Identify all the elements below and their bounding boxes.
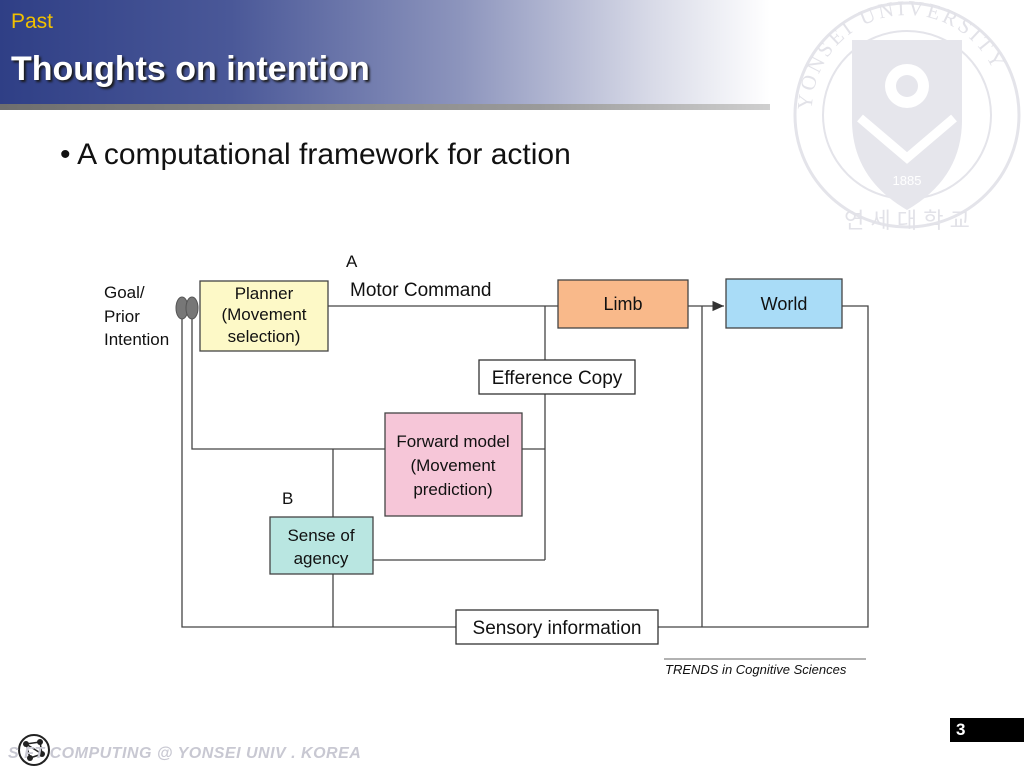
planner-line-1: Planner — [235, 284, 294, 303]
footer-text: S FT COMPUTING @ YONSEI UNIV . KOREA — [8, 745, 362, 762]
planner-box — [199, 280, 329, 352]
section-label: Past — [11, 10, 54, 33]
header-divider — [0, 104, 770, 110]
sensory-information-box — [455, 609, 659, 645]
sense-line-1: Sense of — [287, 526, 354, 545]
label-b: B — [282, 489, 293, 508]
sense-of-agency-box — [269, 516, 374, 575]
slide-title: Thoughts on intention — [11, 50, 370, 88]
connector-lines — [181, 300, 869, 628]
goal-node-icon — [185, 296, 199, 320]
forward-model-line-1: Forward model — [396, 432, 509, 451]
footer-network-logo-icon — [18, 734, 50, 766]
seal-year: 1885 — [893, 173, 922, 188]
efference-copy-label: Efference Copy — [492, 368, 623, 389]
university-seal-logo: YONSEI UNIVERSITY 1885 연 세 대 학 교 — [793, 0, 1021, 233]
source-credit: TRENDS in Cognitive Sciences — [665, 662, 847, 677]
goal-line-2: Prior — [104, 307, 140, 326]
limb-box — [557, 279, 689, 329]
seal-bottom-text: 연 세 대 학 교 — [844, 208, 970, 233]
planner-line-3: selection) — [228, 327, 301, 346]
efference-copy-box — [478, 359, 636, 395]
world-box — [725, 278, 843, 329]
planner-line-2: (Movement — [221, 305, 306, 324]
label-a: A — [346, 252, 358, 271]
world-label: World — [761, 294, 808, 314]
sense-line-2: agency — [294, 549, 349, 568]
motor-command-label: Motor Command — [350, 280, 492, 301]
page-number: 3 — [950, 718, 1024, 742]
forward-model-line-3: prediction) — [413, 480, 492, 499]
forward-model-line-2: (Movement — [410, 456, 495, 475]
forward-model-box — [384, 412, 523, 517]
limb-label: Limb — [603, 294, 642, 314]
header-band — [0, 0, 770, 106]
sensory-information-label: Sensory information — [473, 618, 642, 639]
goal-line-3: Intention — [104, 330, 169, 349]
bullet-point: • A computational framework for action — [60, 138, 571, 171]
goal-line-1: Goal/ — [104, 283, 145, 302]
